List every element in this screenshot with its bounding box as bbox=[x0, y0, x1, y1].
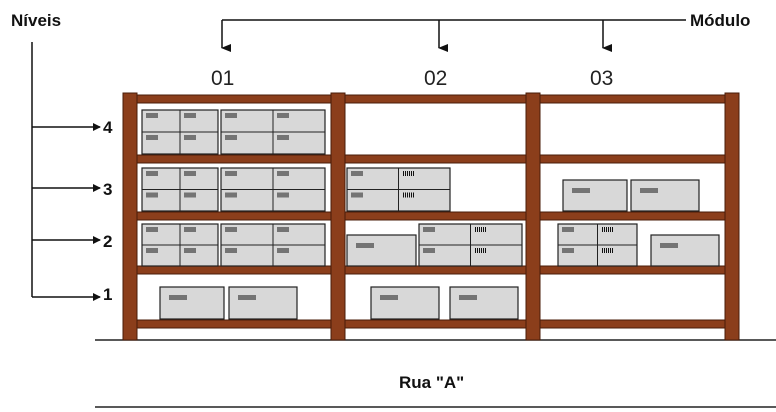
levels-bracket bbox=[31, 42, 101, 301]
rack-posts bbox=[122, 92, 740, 341]
module-label-01: 01 bbox=[211, 67, 235, 90]
box-l4-m01-b bbox=[220, 109, 326, 155]
box-l2-m01-a bbox=[141, 223, 219, 267]
post-1 bbox=[122, 92, 138, 341]
level-label-4: 4 bbox=[103, 118, 113, 137]
box-l1-m02-a bbox=[370, 286, 440, 320]
box-l1-m02-b bbox=[449, 286, 519, 320]
levels-title: Níveis bbox=[11, 11, 62, 30]
box-l3-m03-b bbox=[630, 179, 700, 212]
module-bracket bbox=[221, 19, 686, 52]
box-l1-m01-a bbox=[159, 286, 225, 320]
street-label: Rua "A" bbox=[399, 373, 465, 392]
shelf-level-2 bbox=[122, 265, 740, 275]
module-label-03: 03 bbox=[590, 67, 614, 90]
level-label-3: 3 bbox=[103, 180, 113, 199]
box-l3-m03-a bbox=[562, 179, 628, 212]
shelf-level-1 bbox=[122, 319, 740, 329]
box-l2-m02-a bbox=[346, 234, 417, 267]
box-l1-m01-b bbox=[228, 286, 298, 320]
box-l2-m03-a bbox=[557, 223, 638, 267]
module-label-02: 02 bbox=[424, 67, 448, 90]
shelf-level-4 bbox=[122, 154, 740, 164]
post-3 bbox=[525, 92, 541, 341]
post-2 bbox=[330, 92, 346, 341]
box-l2-m01-b bbox=[220, 223, 326, 267]
box-l3-m01-b bbox=[220, 167, 326, 212]
level-label-1: 1 bbox=[103, 285, 113, 304]
box-l2-m02-b bbox=[418, 223, 523, 267]
boxes-layer bbox=[141, 109, 720, 320]
shelf-top bbox=[122, 94, 740, 104]
box-l2-m03-b bbox=[650, 234, 720, 267]
box-l3-m02-a bbox=[346, 167, 451, 212]
module-title: Módulo bbox=[690, 11, 751, 30]
level-label-2: 2 bbox=[103, 232, 113, 251]
box-l4-m01-a bbox=[141, 109, 219, 155]
post-4 bbox=[724, 92, 740, 341]
shelf-level-3 bbox=[122, 211, 740, 221]
box-l3-m01-a bbox=[141, 167, 219, 212]
